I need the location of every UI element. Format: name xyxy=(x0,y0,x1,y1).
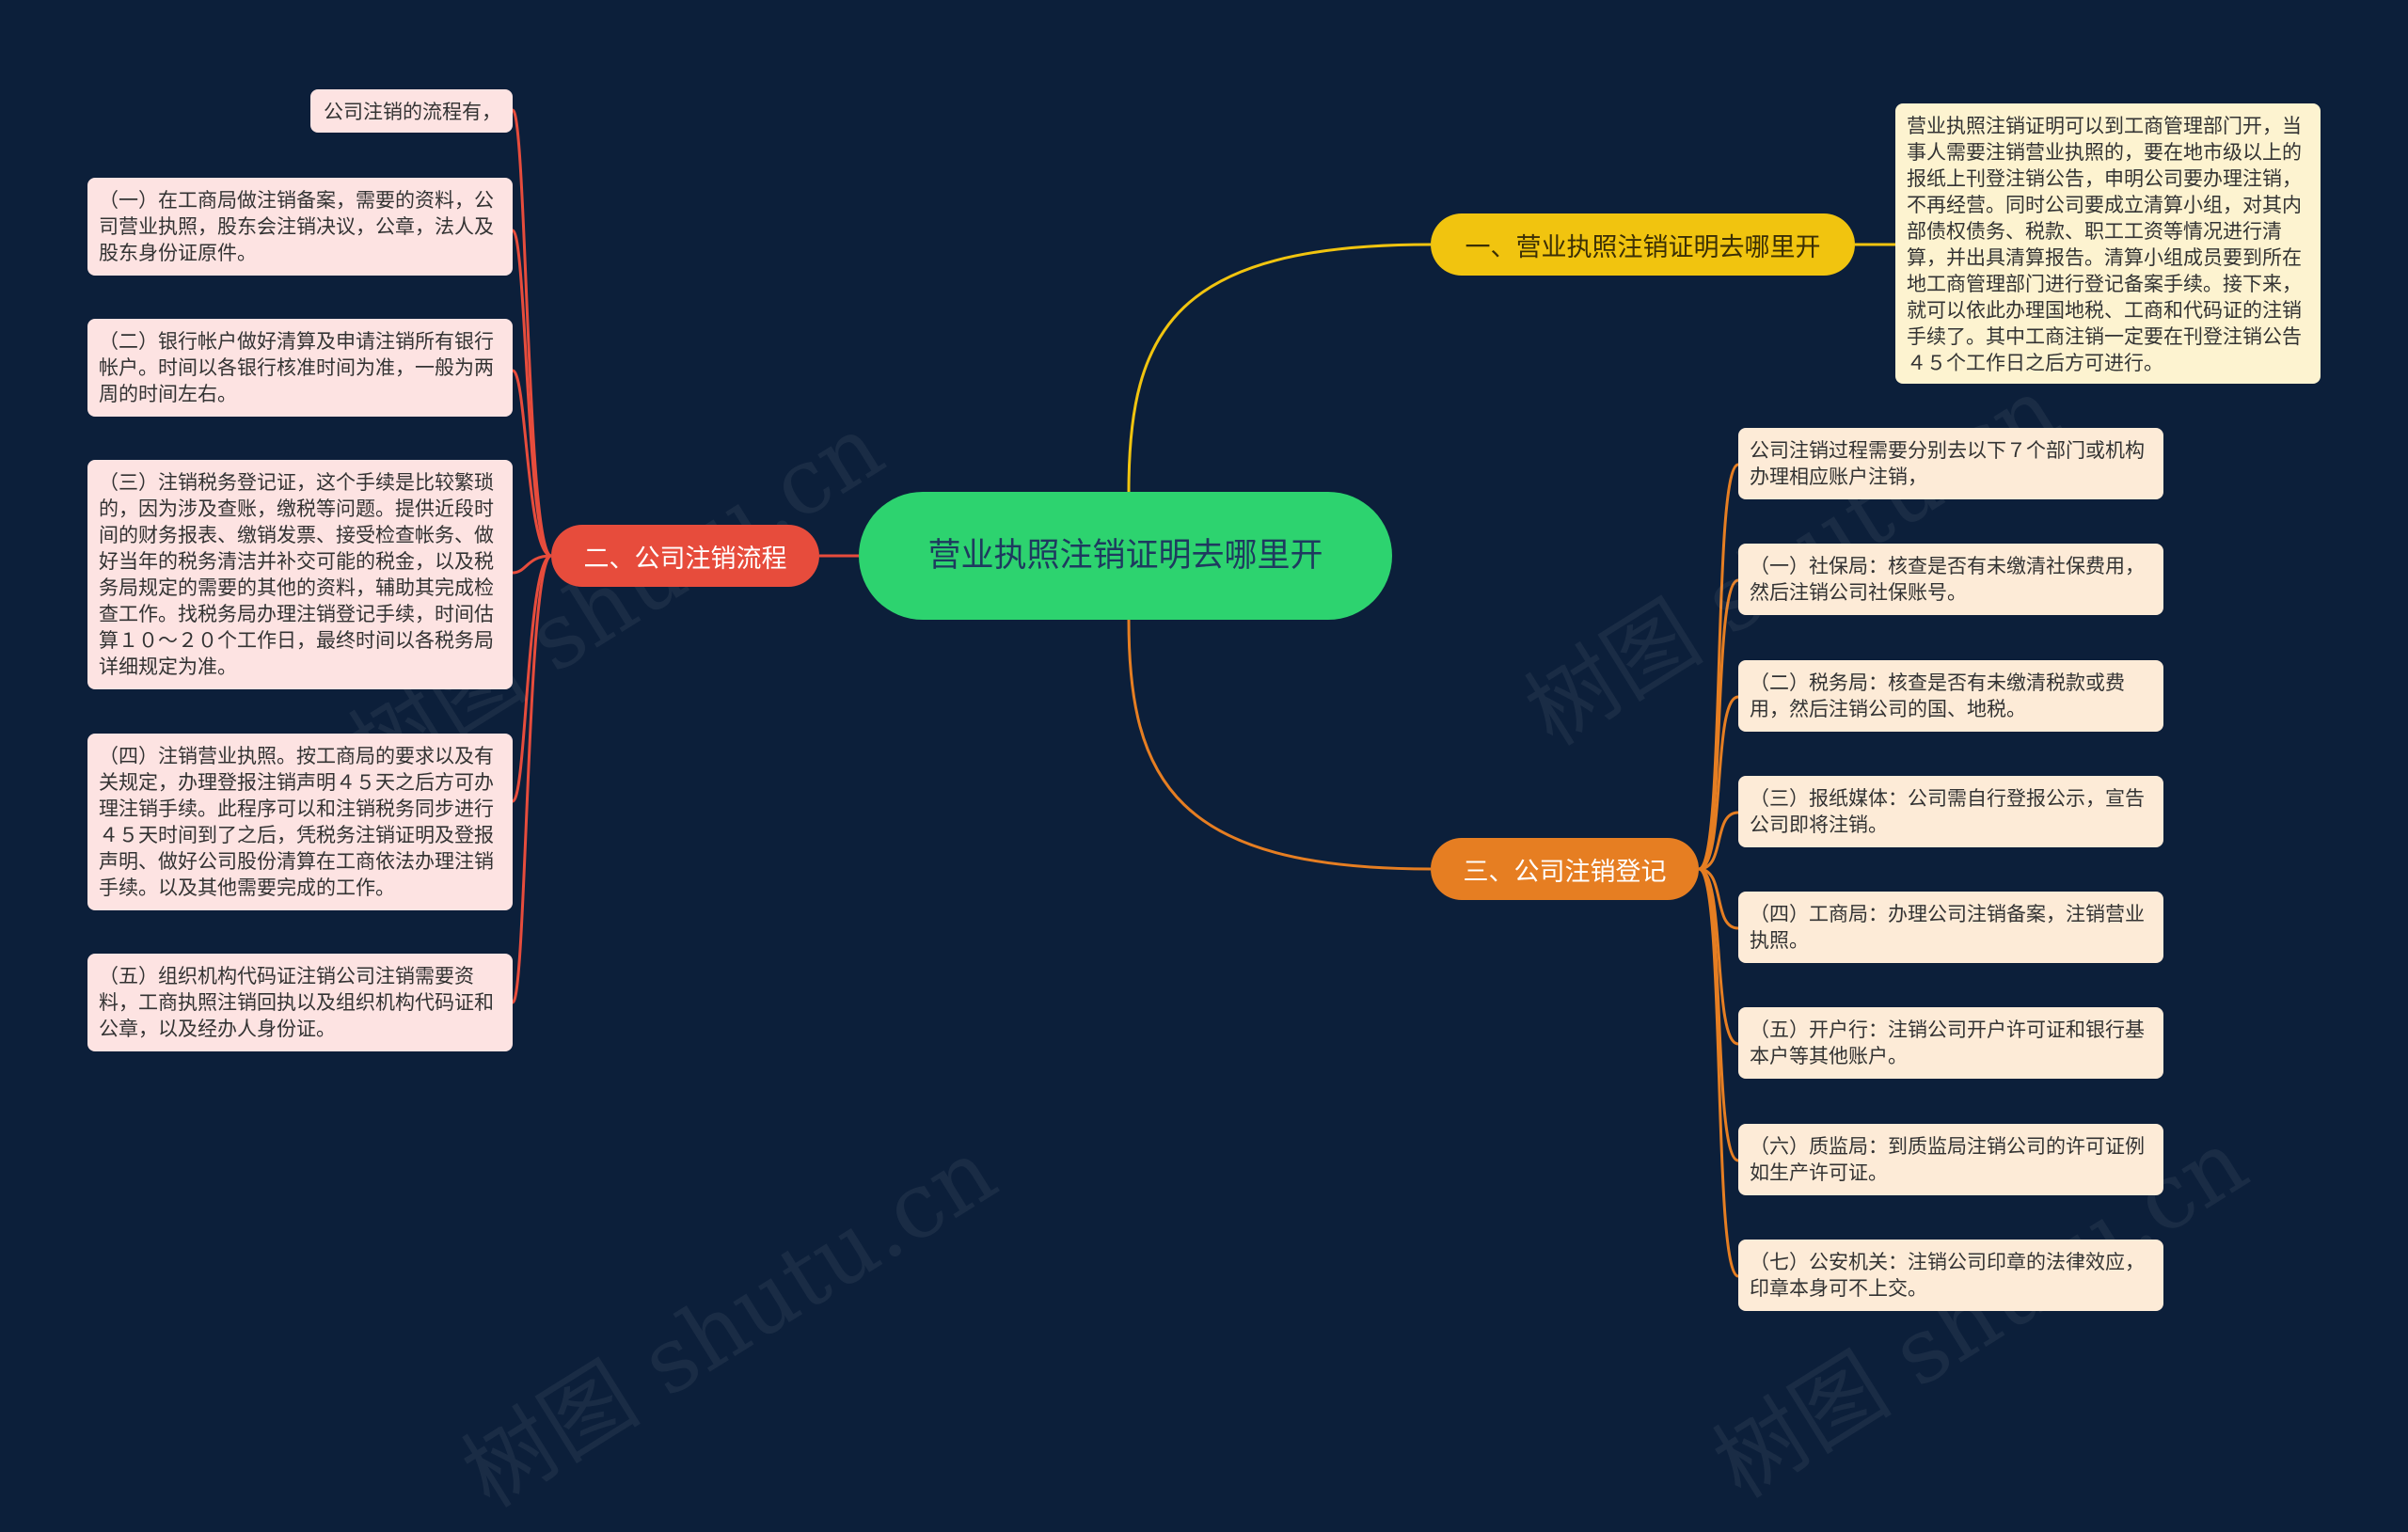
leaf-node[interactable]: （四）工商局：办理公司注销备案，注销营业执照。 xyxy=(1738,892,2163,963)
leaf-node[interactable]: （五）开户行：注销公司开户许可证和银行基本户等其他账户。 xyxy=(1738,1007,2163,1079)
mindmap-canvas: 树图 shutu.cn 树图 shutu.cn 树图 shutu.cn 树图 s… xyxy=(87,89,2321,1527)
central-topic[interactable]: 营业执照注销证明去哪里开 xyxy=(859,492,1392,620)
branch-node-2[interactable]: 二、公司注销流程 xyxy=(551,525,819,587)
leaf-node[interactable]: （二）税务局：核查是否有未缴清税款或费用，然后注销公司的国、地税。 xyxy=(1738,660,2163,732)
branch-node-3[interactable]: 三、公司注销登记 xyxy=(1431,838,1699,900)
leaf-node[interactable]: （一）社保局：核查是否有未缴清社保费用，然后注销公司社保账号。 xyxy=(1738,544,2163,615)
connector-lines xyxy=(503,108,1895,1278)
leaf-node[interactable]: （二）银行帐户做好清算及申请注销所有银行帐户。时间以各银行核准时间为准，一般为两… xyxy=(87,319,513,417)
leaf-node[interactable]: （六）质监局：到质监局注销公司的许可证例如生产许可证。 xyxy=(1738,1124,2163,1195)
leaf-node[interactable]: （一）在工商局做注销备案，需要的资料，公司营业执照，股东会注销决议，公章，法人及… xyxy=(87,178,513,276)
leaf-node[interactable]: （五）组织机构代码证注销公司注销需要资料，工商执照注销回执以及组织机构代码证和公… xyxy=(87,954,513,1051)
leaf-node[interactable]: （三）报纸媒体：公司需自行登报公示，宣告公司即将注销。 xyxy=(1738,776,2163,847)
leaf-node[interactable]: （三）注销税务登记证，这个手续是比较繁琐的，因为涉及查账，缴税等问题。提供近段时… xyxy=(87,460,513,689)
links-branch3 xyxy=(1698,463,1739,1278)
link-center-branch3 xyxy=(1127,619,1432,871)
leaf-node[interactable]: 公司注销过程需要分别去以下７个部门或机构办理相应账户注销， xyxy=(1738,428,2163,499)
links-branch2 xyxy=(503,108,553,1004)
leaf-node[interactable]: 公司注销的流程有， xyxy=(310,89,513,133)
leaf-node[interactable]: （四）注销营业执照。按工商局的要求以及有关规定，办理登报注销声明４５天之后方可办… xyxy=(87,734,513,910)
leaf-node[interactable]: （七）公安机关：注销公司印章的法律效应，印章本身可不上交。 xyxy=(1738,1240,2163,1311)
link-center-branch1 xyxy=(1127,243,1432,493)
branch-node-1[interactable]: 一、营业执照注销证明去哪里开 xyxy=(1431,213,1855,276)
leaf-node[interactable]: 营业执照注销证明可以到工商管理部门开，当事人需要注销营业执照的，要在地市级以上的… xyxy=(1895,103,2321,384)
